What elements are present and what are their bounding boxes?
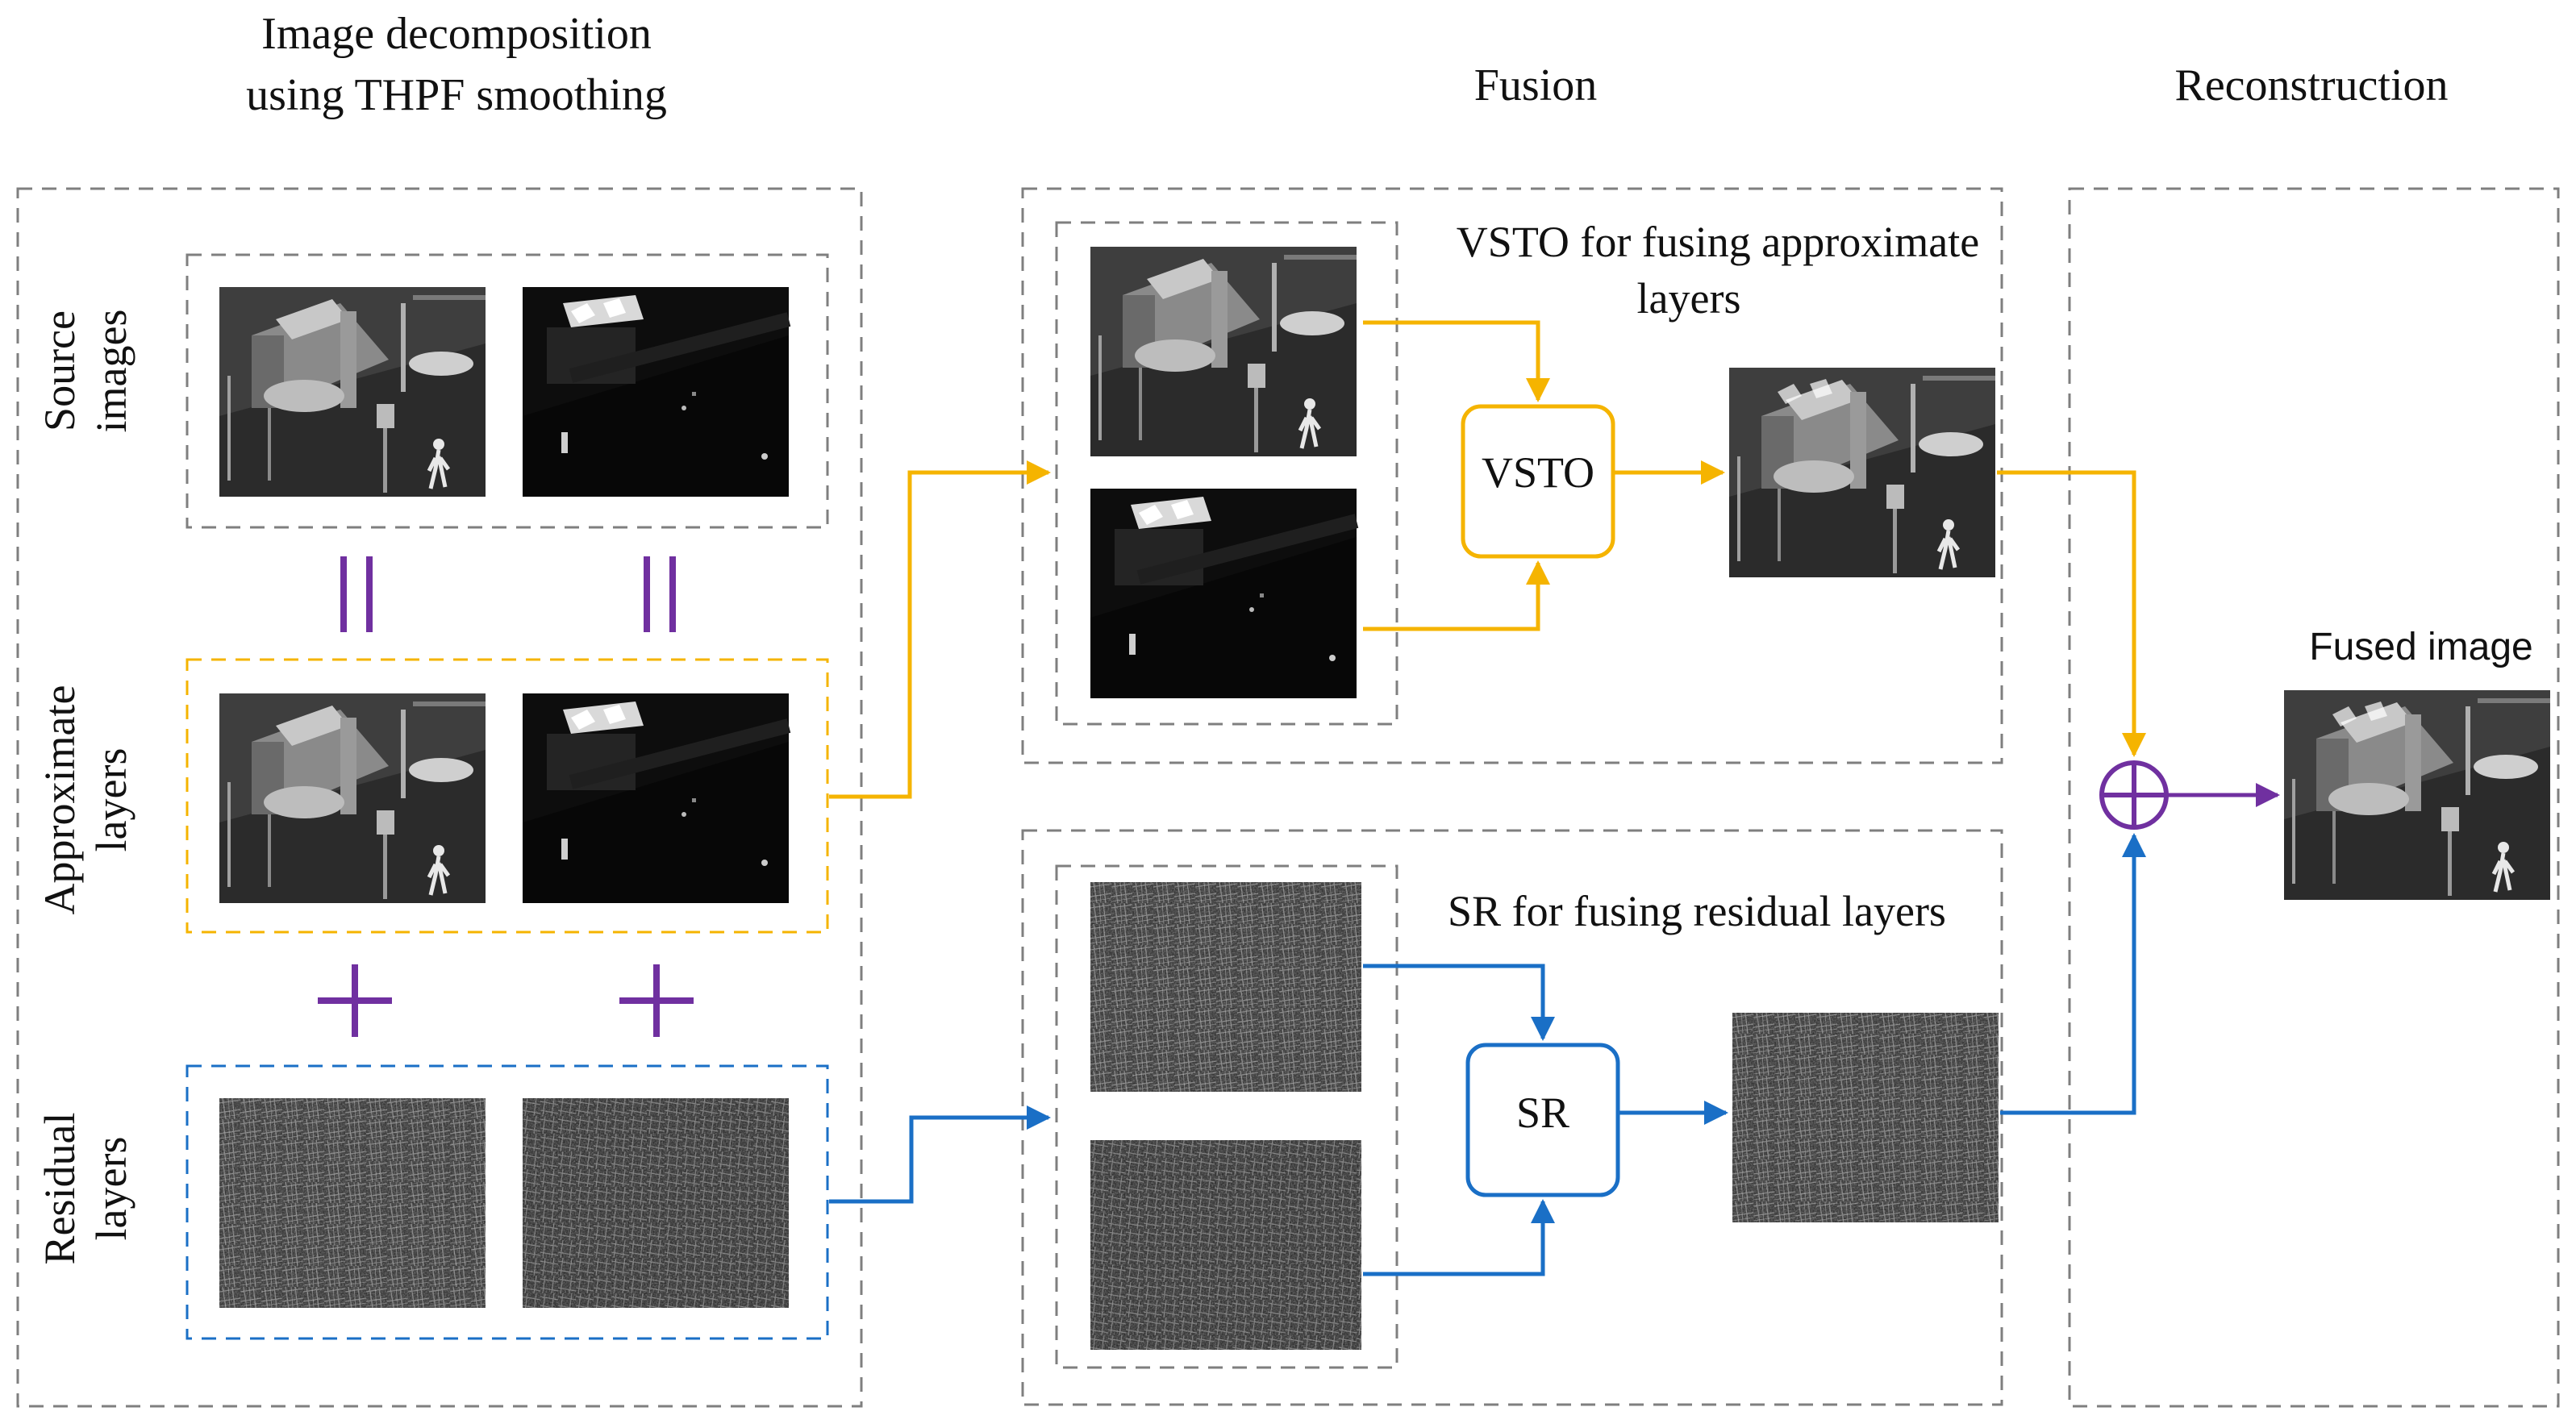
row-label-approx-line1: Approximate <box>35 685 84 915</box>
heading-decomposition-line2: using THPF smoothing <box>246 70 667 120</box>
row-label-source-line1: Source <box>35 310 84 431</box>
row-label-source: Source images <box>35 310 135 433</box>
sr-fused-residual-image <box>1732 1013 1999 1222</box>
vsto-block <box>1461 404 1615 559</box>
residual-visible-image <box>219 1098 486 1308</box>
fused-image-label: Fused image <box>2309 626 2532 668</box>
arrow-approx-to-vsto-panel <box>829 460 1051 799</box>
sr-caption: SR for fusing residual layers <box>1448 887 1946 935</box>
source-infrared-image <box>523 287 789 497</box>
vsto-input-visible-image <box>1090 247 1357 456</box>
arrow-visible-res-to-sr <box>1363 964 1555 1041</box>
arrow-residual-to-sum <box>2000 833 2146 1115</box>
plus-icon <box>318 964 392 1037</box>
vsto-input-frame <box>1055 221 1398 726</box>
vsto-caption-line1: VSTO for fusing approximate <box>1457 218 1979 266</box>
row-label-residual-line1: Residual <box>35 1113 84 1265</box>
arrow-approx-to-sum <box>1997 470 2146 757</box>
residual-connectors <box>829 833 2146 1276</box>
approx-visible-image <box>219 693 486 903</box>
arrow-residual-to-sr-panel <box>829 1105 1051 1204</box>
residual-infrared-image <box>523 1098 789 1308</box>
arrow-infrared-res-to-sr <box>1363 1199 1555 1276</box>
vsto-fused-approx-image <box>1729 368 1995 577</box>
sr-input-visible-residual <box>1090 882 1361 1092</box>
reconstruction-panel <box>2068 187 2560 1408</box>
arrow-visible-to-vsto <box>1363 320 1550 402</box>
row-label-residual-line2: layers <box>87 1137 135 1241</box>
approximate-layers-frame <box>185 658 829 934</box>
sr-block <box>1465 1043 1620 1197</box>
source-images-frame <box>185 253 829 529</box>
row-label-residual: Residual layers <box>35 1113 135 1265</box>
equals-icon <box>340 556 373 632</box>
approx-infrared-image <box>523 693 789 903</box>
equals-icon <box>644 556 676 632</box>
row-label-approx: Approximate layers <box>35 685 135 915</box>
heading-fusion: Fusion <box>1474 60 1598 110</box>
source-visible-image <box>219 287 486 497</box>
sr-input-infrared-residual <box>1090 1140 1361 1350</box>
row-label-source-line2: images <box>87 310 135 433</box>
fused-image <box>2284 690 2550 900</box>
vsto-block-label: VSTO <box>1482 448 1594 497</box>
sr-block-label: SR <box>1516 1089 1569 1137</box>
approx-connectors <box>829 320 2146 799</box>
row-label-approx-line2: layers <box>87 748 135 852</box>
heading-reconstruction: Reconstruction <box>2174 60 2448 110</box>
heading-decomposition-line1: Image decomposition <box>261 9 652 59</box>
vsto-caption-line2: layers <box>1637 274 1741 323</box>
vsto-input-infrared-image <box>1090 489 1357 698</box>
plus-icon <box>619 964 694 1037</box>
vsto-fusion-panel <box>1021 187 2003 764</box>
sr-input-frame <box>1055 864 1398 1369</box>
arrow-infrared-to-vsto <box>1363 560 1550 631</box>
residual-layers-frame <box>185 1064 829 1340</box>
circled-plus-icon <box>2099 760 2169 830</box>
